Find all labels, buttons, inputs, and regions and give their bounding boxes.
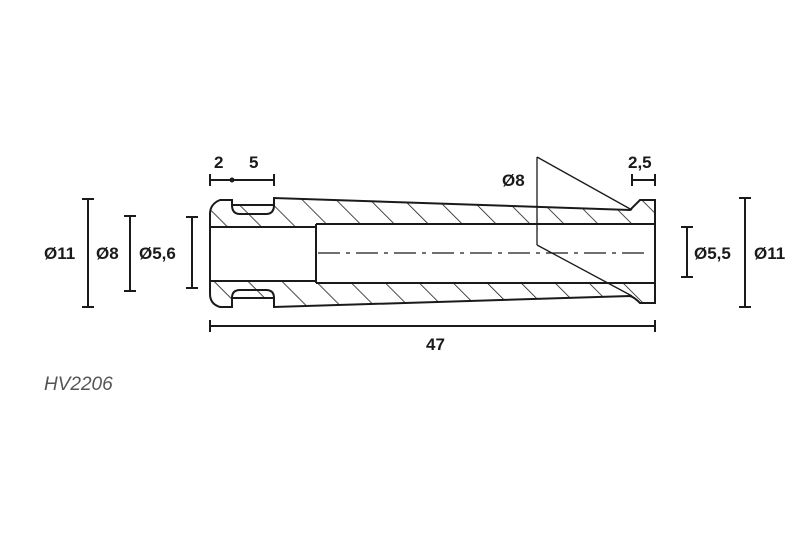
label-right-outer-diameter: Ø11: [754, 244, 785, 263]
part-outline: [209, 196, 656, 309]
label-left-outer-diameter: Ø11: [44, 244, 75, 263]
label-right-lip-width: 2,5: [628, 153, 652, 172]
label-groove-offset: 2: [214, 153, 223, 172]
bore-left: [210, 227, 316, 281]
label-left-bore-diameter: Ø5,6: [139, 244, 176, 263]
dimension-lines-left: [82, 198, 198, 308]
label-right-bore-diameter: Ø5,5: [694, 244, 731, 263]
dimension-line-length: [209, 320, 656, 332]
label-left-groove-diameter: Ø8: [96, 244, 119, 263]
part-code: HV2206: [44, 374, 113, 395]
part-section: [209, 196, 656, 309]
dimension-lines-top: [209, 174, 656, 186]
label-groove-width: 5: [249, 153, 258, 172]
label-cone-diameter: Ø8: [502, 171, 525, 190]
cone-indicator: [536, 156, 633, 297]
dimension-lines-right: [681, 197, 751, 308]
label-overall-length: 47: [426, 335, 445, 354]
